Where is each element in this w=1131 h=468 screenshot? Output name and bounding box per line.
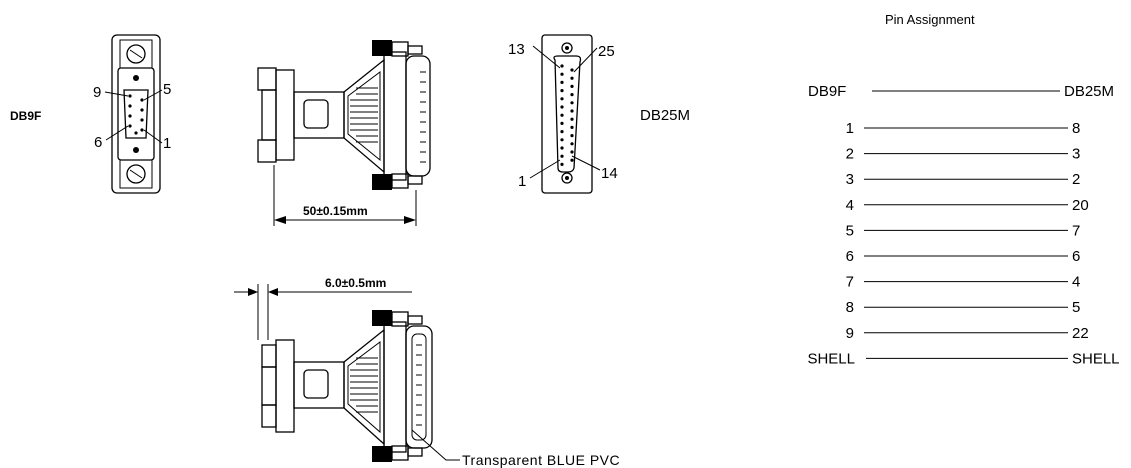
db25m-pin-14: 14: [601, 165, 618, 182]
db25m-pin: [570, 93, 574, 97]
pin-row-left: 7: [846, 274, 854, 291]
db25m-pin: [570, 117, 574, 121]
pin-row-right: SHELL: [1072, 350, 1120, 367]
db25m-pin: [560, 146, 564, 150]
db25m-pin: [560, 64, 564, 68]
pin-row-right: 5: [1072, 299, 1080, 316]
db25m-pin: [570, 150, 574, 154]
db25m-pin: [560, 154, 564, 158]
db25m-pins: [560, 64, 574, 166]
pin-row-left: 3: [846, 171, 854, 188]
db25m-pin: [560, 138, 564, 142]
adapter-bottom-view: 6.0±0.5mm: [234, 276, 620, 468]
db25m-pin: [570, 101, 574, 105]
pin-table-title: Pin Assignment: [885, 12, 975, 27]
db25m-pin-1: 1: [518, 173, 526, 190]
pin-row-right: 6: [1072, 248, 1080, 265]
side-taper-hatch: [350, 87, 378, 143]
db9f-top-screw: [126, 44, 146, 64]
pin-assignment-table: Pin Assignment DB9F DB25M 1 8 2 3 3 2 4 20 5 7 6 6 7…: [807, 12, 1119, 367]
length-dimension: 50±0.15mm: [303, 204, 368, 218]
side-top-screw: [372, 40, 392, 56]
db9f-pins: [128, 94, 144, 135]
pin-row-right: 22: [1072, 325, 1089, 342]
pin-row-right: 20: [1072, 197, 1089, 214]
db25m-pin: [570, 142, 574, 146]
pin-row-left: 4: [846, 197, 854, 214]
pin-table-header-left: DB9F: [808, 83, 846, 100]
db25m-pin-25: 25: [598, 43, 615, 60]
db25m-pin: [560, 105, 564, 109]
db9f-pin-opening: [123, 89, 149, 139]
db9f-pin-9: 9: [93, 84, 101, 101]
db25m-pin: [570, 158, 574, 162]
db9f-pin-1: 1: [163, 135, 171, 152]
db25m-flange: [541, 34, 593, 194]
pin-table-header-right: DB25M: [1064, 83, 1114, 100]
pin-row-left: 8: [846, 299, 854, 316]
db25m-top-screw: [561, 42, 573, 54]
pin-row-right: 8: [1072, 120, 1080, 137]
pin-row-left: 9: [846, 325, 854, 342]
pin-row-left: 2: [846, 146, 854, 163]
pin-row-right: 7: [1072, 222, 1080, 239]
db9f-pin-5: 5: [163, 81, 171, 98]
db25m-pin-13: 13: [508, 41, 525, 58]
pin-row-right: 4: [1072, 274, 1080, 291]
db9f-side-label: DB9F: [10, 109, 41, 123]
db25m-pin: [570, 125, 574, 129]
pin-row-right: 3: [1072, 146, 1080, 163]
db25m-pin: [570, 76, 574, 80]
db25m-pin: [570, 109, 574, 113]
db25m-pin: [570, 68, 574, 72]
db25m-pin: [560, 72, 564, 76]
thickness-dimension: 6.0±0.5mm: [325, 276, 386, 290]
material-note: Transparent BLUE PVC: [462, 452, 620, 468]
db9f-flange: [111, 34, 161, 194]
db9f-shell: [117, 67, 155, 161]
db25m-side-label: DB25M: [640, 107, 690, 124]
material-leader: [411, 429, 460, 461]
side-db25-shell: [405, 55, 431, 177]
db25m-pin: [560, 89, 564, 93]
db25m-pin: [570, 84, 574, 88]
pin-row-left: SHELL: [807, 350, 855, 367]
db25m-pin: [560, 97, 564, 101]
db25m-pin: [560, 130, 564, 134]
pin-row-left: 6: [846, 248, 854, 265]
pin-row-right: 2: [1072, 171, 1080, 188]
db25m-pin: [560, 121, 564, 125]
pin-row-left: 5: [846, 222, 854, 239]
db25m-pin: [560, 162, 564, 166]
side-bottom-screw: [372, 174, 392, 190]
db25m-pin: [570, 134, 574, 138]
db9f-pin-6: 6: [94, 134, 102, 151]
db25m-pin: [560, 113, 564, 117]
db25m-front-view: 13 25 1 14 DB25M: [508, 34, 690, 194]
side-left-flange-top: [257, 67, 277, 91]
db25m-bottom-screw: [561, 172, 573, 184]
db25m-shell: [553, 55, 582, 173]
adapter-side-view: 50±0.15mm: [257, 40, 431, 226]
side-window: [303, 99, 329, 129]
bottom-pin-ticks: [416, 344, 422, 426]
side-pin-ticks: [420, 71, 426, 163]
db9f-bottom-screw: [126, 164, 146, 184]
pin-row-left: 1: [846, 120, 854, 137]
db9f-front-view: DB9F 9 5 6 1: [10, 34, 171, 194]
db25m-pin: [560, 80, 564, 84]
bottom-taper-hatch: [350, 357, 378, 413]
